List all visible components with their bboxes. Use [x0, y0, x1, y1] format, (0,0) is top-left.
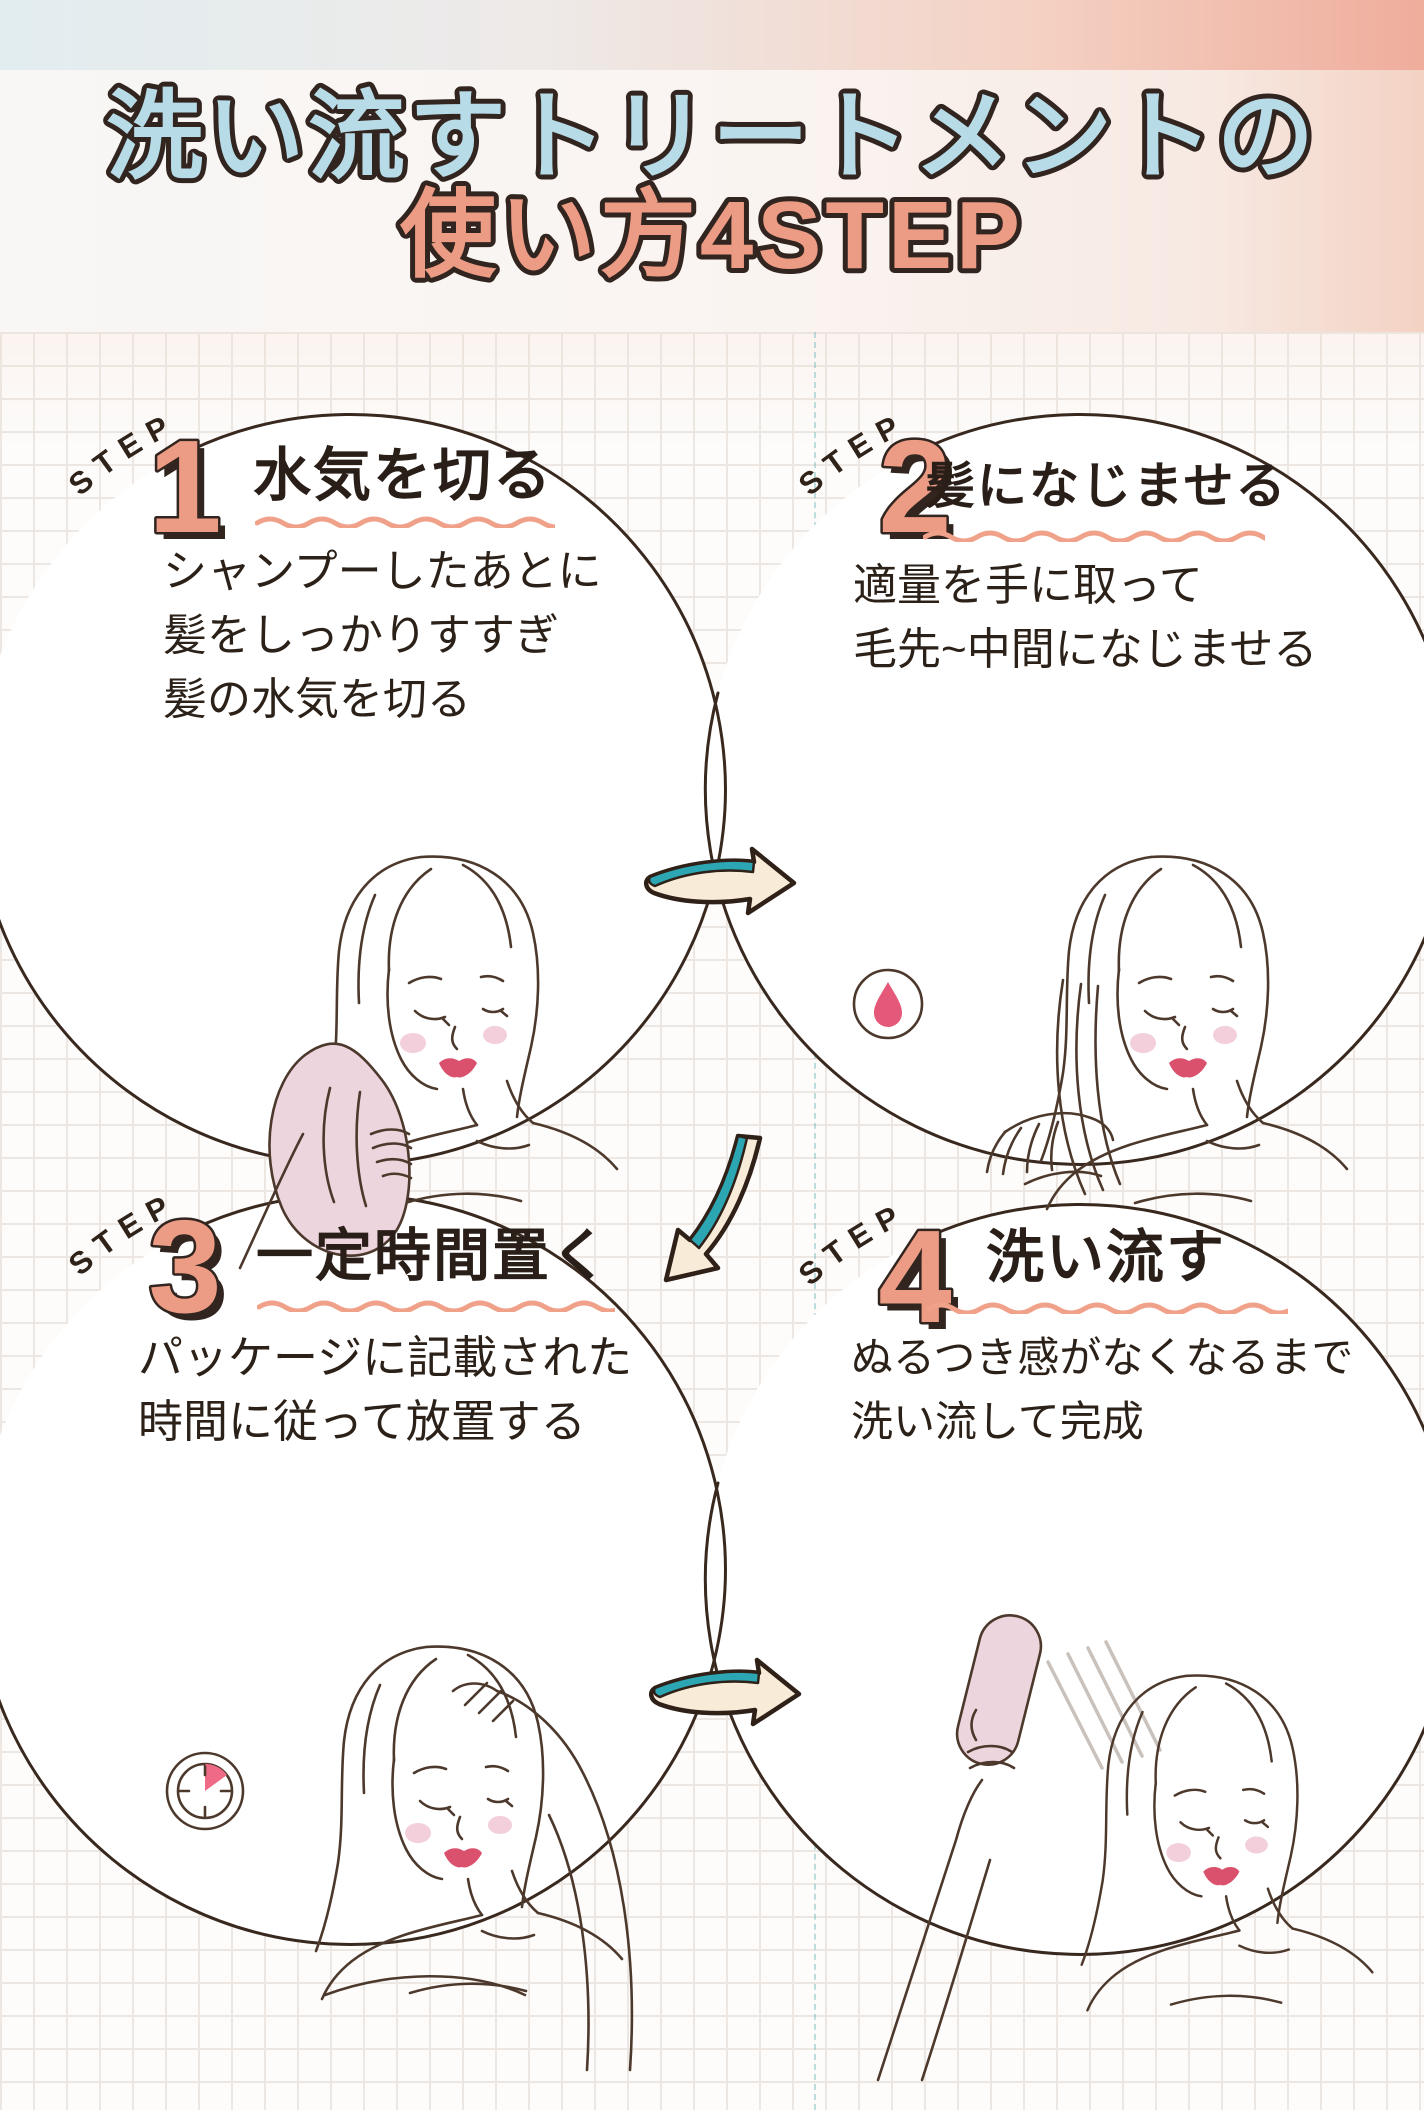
arrow-step1-to-step2 — [644, 846, 797, 916]
timer-icon — [165, 1751, 245, 1831]
step4-body: ぬるつき感がなくなるまで 洗い流して完成 — [851, 1334, 1354, 1445]
arrow-step2-to-step3 — [663, 1133, 763, 1283]
step1-circle-outline — [0, 412, 727, 1166]
step4-title: 洗い流す — [986, 1225, 1227, 1290]
page-title: 洗い流すトリートメントの 使い方4STEP — [101, 77, 1319, 294]
step1-circle — [0, 415, 725, 1165]
page-title-line1: 洗い流すトリートメントの — [106, 82, 1318, 191]
step3-illustration-woman-waiting — [314, 1645, 634, 2072]
panel-seam-dashed-line — [814, 332, 816, 2110]
top-gradient-band — [0, 0, 1424, 70]
step4-circle-outline — [703, 1202, 1424, 1956]
step2-illustration-woman-applying — [985, 855, 1349, 1211]
step3-title: 一定時間置く — [256, 1224, 610, 1288]
svg-text:2: 2 — [885, 420, 958, 567]
step3-body: パッケージに記載された 時間に従って放置する — [138, 1332, 633, 1447]
step3-wavy-underline — [257, 1300, 615, 1312]
step2-circle-outline — [703, 412, 1424, 1166]
droplet-icon — [852, 968, 924, 1040]
step3-circle-outline — [0, 1192, 727, 1946]
svg-text:1: 1 — [155, 420, 228, 567]
step4-wavy-underline — [926, 1302, 1288, 1314]
page-title-line2: 使い方4STEP — [400, 182, 1024, 289]
step1-illustration-woman-towel — [238, 855, 619, 1270]
svg-text:4: 4 — [885, 1210, 958, 1357]
step1-body: シャンプーしたあとに 髪をしっかりすすぎ 髪の水気を切る — [163, 547, 602, 724]
step2-title: 髪になじませる — [925, 458, 1288, 514]
step4-number: 4 — [878, 1203, 951, 1350]
step3-number: 3 — [148, 1193, 221, 1340]
step2-wavy-underline — [923, 530, 1265, 542]
step4-circle — [705, 1205, 1424, 1955]
arrow-step3-to-step4 — [649, 1657, 802, 1727]
step1-number: 1 — [148, 413, 221, 560]
step1-wavy-underline — [255, 516, 555, 528]
step4-illustration-woman-shower — [876, 1614, 1374, 2082]
title-area: 洗い流すトリートメントの 使い方4STEP — [0, 70, 1424, 332]
step1-title: 水気を切る — [253, 443, 554, 508]
step2-body: 適量を手に取って 毛先~中間になじませる — [853, 561, 1318, 674]
svg-text:3: 3 — [155, 1200, 228, 1347]
